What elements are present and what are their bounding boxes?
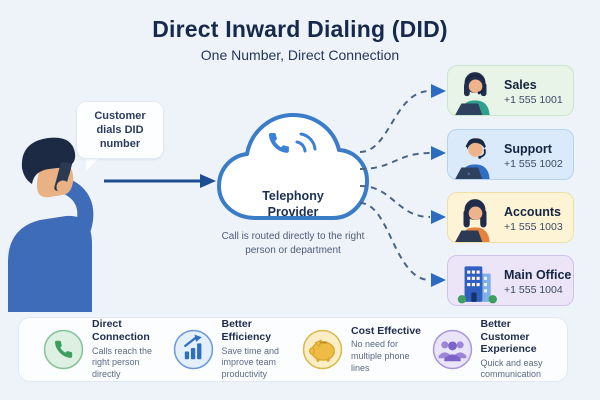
dept-phone: +1 555 1004 (504, 284, 563, 296)
dept-name: Main Office (504, 268, 572, 282)
routing-lines (359, 90, 431, 281)
piggy-bank-icon (302, 329, 343, 370)
arrow-right-icon (104, 174, 216, 188)
benefit-desc: No need for multiple phone lines (351, 339, 410, 373)
female-agent-headset-icon (455, 72, 490, 115)
speech-bubble-tail (86, 157, 100, 171)
dept-phone: +1 555 1002 (504, 158, 563, 170)
speech-bubble: Customer dials DID number (76, 101, 164, 159)
benefit-title: Better Efficiency (221, 318, 272, 343)
benefit-desc: Calls reach the right person directly (92, 345, 153, 379)
benefit-better-customer-experience: Better Customer Experience Quick and eas… (432, 318, 556, 381)
people-icon (432, 329, 472, 370)
routing-note: Call is routed directly to the right per… (221, 231, 365, 256)
office-building-icon (457, 266, 497, 304)
page-subtitle: One Number, Direct Connection (200, 47, 400, 63)
female-agent-icon (455, 199, 490, 242)
benefit-cost-effective: Cost Effective No need for multiple phon… (302, 325, 426, 375)
benefit-title: Direct Connection (92, 318, 150, 343)
handset-icon (268, 133, 290, 153)
benefit-direct-connection: Direct Connection Calls reach the right … (43, 318, 167, 380)
benefits-bar: Direct Connection Calls reach the right … (18, 317, 568, 382)
benefit-title: Better Customer Experience (480, 317, 537, 356)
department-card-main-office: Main Office +1 555 1004 (447, 255, 574, 306)
signal-waves-icon (295, 132, 317, 153)
phone-in-hand-icon (54, 161, 72, 193)
phone-icon (43, 329, 84, 370)
cloud-label: Telephony Provider (262, 189, 324, 219)
dept-phone: +1 555 1003 (504, 221, 563, 233)
dept-name: Accounts (504, 205, 561, 219)
growth-chart-icon (173, 329, 213, 370)
routing-arrowheads (431, 84, 446, 287)
benefit-desc: Save time and improve team productivity (221, 345, 280, 379)
dept-phone: +1 555 1001 (504, 94, 563, 106)
dept-name: Support (504, 142, 552, 156)
benefit-title: Cost Effective (351, 324, 422, 337)
male-agent-headset-icon (455, 138, 490, 179)
department-card-accounts: Accounts +1 555 1003 (447, 192, 574, 243)
department-card-support: Support +1 555 1002 (447, 129, 574, 180)
benefit-desc: Quick and easy communication (480, 357, 543, 380)
dept-name: Sales (504, 78, 537, 92)
page-title: Direct Inward Dialing (DID) (152, 16, 448, 42)
benefit-better-efficiency: Better Efficiency Save time and improve … (173, 318, 297, 380)
department-card-sales: Sales +1 555 1001 (447, 65, 574, 116)
